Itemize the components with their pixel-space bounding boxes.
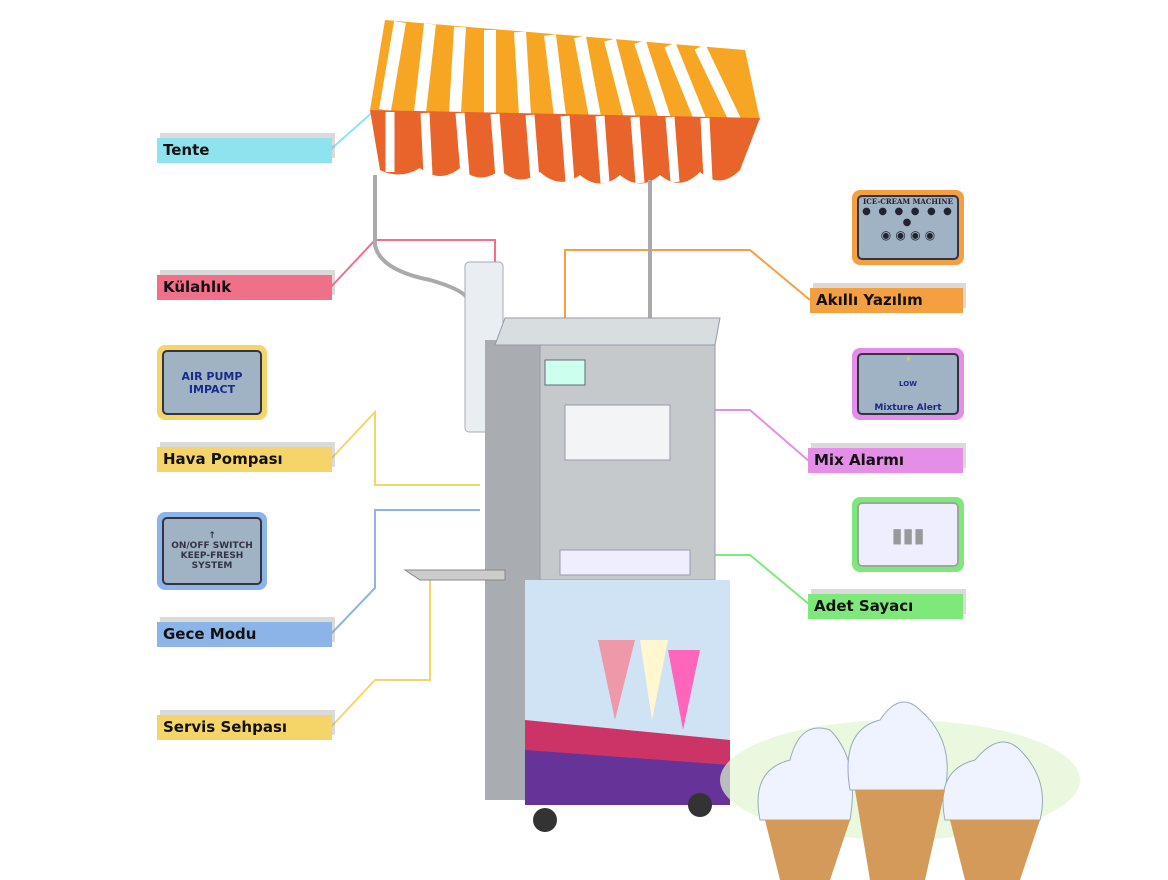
label-hava-pompasi: Hava Pompası [157,447,332,472]
low-text: LOW [899,380,917,388]
control-panel: ICE-CREAM MACHINE● ● ● ● ● ● ●◉ ◉ ◉ ◉ [852,190,964,265]
label-servis-sehpasi: Servis Sehpası [157,715,332,740]
awning [370,20,760,184]
label-akilli-yazilim: Akıllı Yazılım [810,288,963,313]
label-tente: Tente [157,138,332,163]
impact-text: IMPACT [188,382,236,396]
label-adet-sayaci: Adet Sayacı [808,594,963,619]
control-panel-title: ICE-CREAM MACHINE [863,197,953,206]
label-gece-modu: Gece Modu [157,622,332,647]
dispenser-panel: ▮▮▮ [852,497,964,572]
label-mix-alarmi: Mix Alarmı [808,448,963,473]
label-kulahlik: Külahlık [157,275,332,300]
mixture-alert-text: Mixture Alert [874,403,942,413]
onoff-switch-text: ON/OFF SWITCH [171,541,253,551]
keep-fresh-text: KEEP-FRESH SYSTEM [180,551,244,571]
air-pump-text: AIR PUMP [181,369,243,383]
